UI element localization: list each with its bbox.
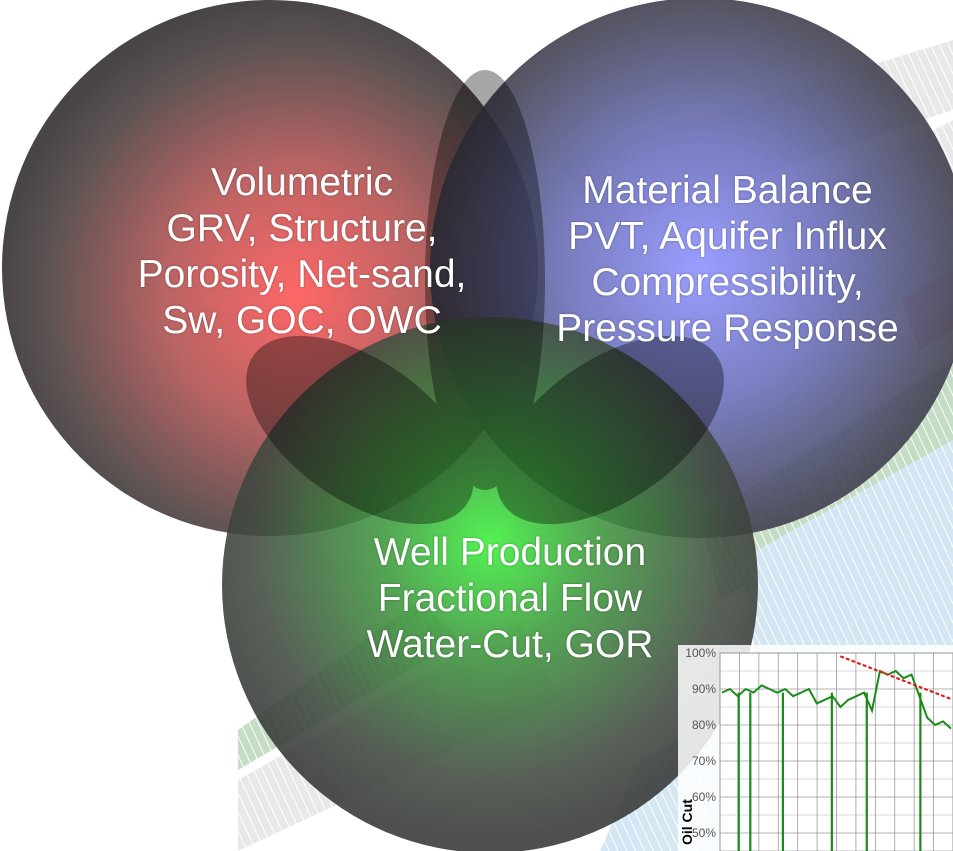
oil-cut-chart: 100% 90% 80% 70% 60% 50% Oil Cut: [678, 645, 953, 851]
production-line-1: Well Production: [373, 531, 647, 574]
y-tick-label: 80%: [692, 718, 716, 732]
material-line-1: Material Balance: [582, 169, 873, 212]
y-tick-label: 100%: [685, 646, 716, 660]
circle-label-material-balance: Material Balance PVT, Aquifer Influx Com…: [505, 168, 950, 352]
material-line-2: PVT, Aquifer Influx: [568, 215, 887, 258]
oil-cut-series-line: [721, 669, 952, 730]
volumetric-line-4: Sw, GOC, OWC: [162, 299, 442, 342]
material-line-3: Compressibility,: [591, 261, 864, 304]
circle-label-volumetric: Volumetric GRV, Structure, Porosity, Net…: [92, 160, 512, 344]
y-axis-title: Oil Cut: [679, 799, 695, 845]
chart-series: [721, 655, 953, 851]
volumetric-line-2: GRV, Structure,: [166, 207, 438, 250]
y-tick-labels: 100% 90% 80% 70% 60% 50%: [685, 646, 716, 840]
chart-grid: [719, 652, 953, 851]
volumetric-line-3: Porosity, Net-sand,: [137, 253, 467, 296]
overlap-shading: [246, 70, 724, 525]
production-line-2: Fractional Flow: [377, 577, 643, 620]
y-tick-label: 50%: [692, 826, 716, 840]
venn-circle-well-production: [222, 317, 758, 851]
circle-label-well-production: Well Production Fractional Flow Water-Cu…: [290, 530, 730, 668]
y-tick-label: 90%: [692, 682, 716, 696]
y-tick-label: 60%: [692, 790, 716, 804]
production-line-3: Water-Cut, GOR: [366, 623, 654, 666]
material-line-4: Pressure Response: [556, 307, 899, 350]
volumetric-line-1: Volumetric: [210, 161, 394, 204]
oil-cut-trend-line: [840, 655, 953, 701]
y-tick-label: 70%: [692, 754, 716, 768]
